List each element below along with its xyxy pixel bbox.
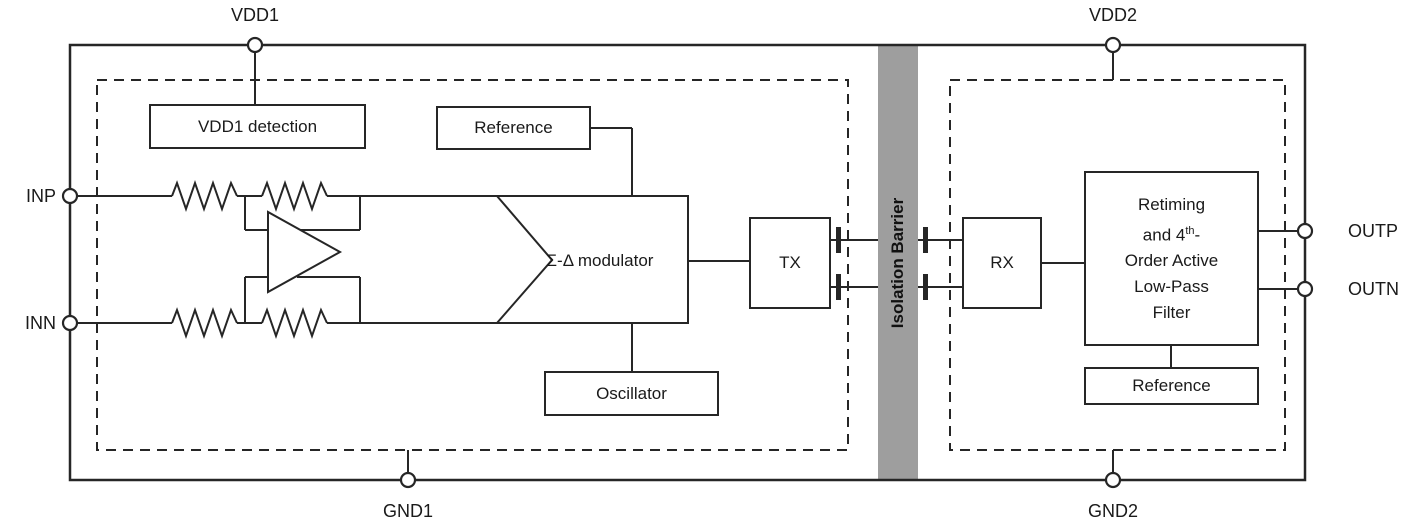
gnd2-terminal xyxy=(1104,471,1122,489)
block-outlines xyxy=(149,104,1259,416)
right-dashed-region xyxy=(949,79,1286,451)
gnd1-label: GND1 xyxy=(382,501,433,521)
outn-terminal xyxy=(1296,280,1314,298)
filter-label: Retiming and 4th- Order Active Low-Pass … xyxy=(1087,188,1256,330)
filter-label-line2-sup: th xyxy=(1185,224,1195,237)
capacitor-plate xyxy=(836,274,841,300)
oscillator-box xyxy=(544,371,719,416)
oscillator-label: Oscillator xyxy=(596,383,667,403)
isolation-barrier-label: Isolation Barrier xyxy=(888,197,907,329)
rx-label: RX xyxy=(990,253,1014,272)
capacitor-plate xyxy=(836,227,841,253)
filter-label-line2: and 4th- xyxy=(1143,218,1200,249)
resistor-inp-1 xyxy=(171,179,238,213)
left-dashed-region xyxy=(96,79,849,451)
vdd1-label: VDD1 xyxy=(230,5,279,25)
inn-terminal xyxy=(61,314,79,332)
isolation-barrier-bar xyxy=(878,45,918,480)
outp-terminal xyxy=(1296,222,1314,240)
reference-left-label: Reference xyxy=(474,118,553,137)
resistor-inn-2 xyxy=(261,306,328,340)
inp-terminal xyxy=(61,187,79,205)
opamp-triangle xyxy=(267,210,343,294)
outp-label: OUTP xyxy=(1348,221,1399,241)
filter-label-line2-post: - xyxy=(1194,225,1201,245)
resistor-inn-1 xyxy=(171,306,238,340)
sigma-delta-modulator-shape xyxy=(494,195,689,324)
gnd2-label: GND2 xyxy=(1087,501,1138,521)
reference-left-box xyxy=(436,106,591,150)
filter-label-line5: Filter xyxy=(1152,303,1191,323)
rx-box xyxy=(962,217,1042,309)
resistors xyxy=(171,179,328,340)
capacitor-plate xyxy=(923,227,928,253)
outer-border xyxy=(68,43,1307,482)
vdd2-label: VDD2 xyxy=(1088,5,1137,25)
outn-label: OUTN xyxy=(1348,279,1399,299)
isolation-capacitors xyxy=(836,227,928,300)
inn-label: INN xyxy=(25,313,56,333)
capacitor-plate xyxy=(923,274,928,300)
reference-right-label: Reference xyxy=(1132,376,1211,395)
tx-box xyxy=(749,217,831,309)
filter-label-line1: Retiming xyxy=(1137,194,1206,214)
sigma-delta-modulator-label: Σ-Δ modulator xyxy=(546,251,654,270)
filter-box xyxy=(1084,171,1259,346)
vdd2-terminal xyxy=(1104,36,1122,54)
tx-label: TX xyxy=(779,253,801,272)
vdd1-detection-box xyxy=(149,104,366,149)
reference-right-box xyxy=(1084,367,1259,405)
pin-terminals xyxy=(61,36,1314,489)
vdd1-detection-label: VDD1 detection xyxy=(197,116,318,136)
filter-label-line4: Low-Pass xyxy=(1134,277,1209,297)
filter-label-line3: Order Active xyxy=(1124,251,1219,271)
inp-label: INP xyxy=(25,186,56,206)
resistor-inp-2 xyxy=(261,179,328,213)
filter-label-line2-pre: and 4 xyxy=(1142,225,1186,245)
vdd1-terminal xyxy=(246,36,264,54)
wires xyxy=(70,45,1305,480)
gnd1-terminal xyxy=(399,471,417,489)
